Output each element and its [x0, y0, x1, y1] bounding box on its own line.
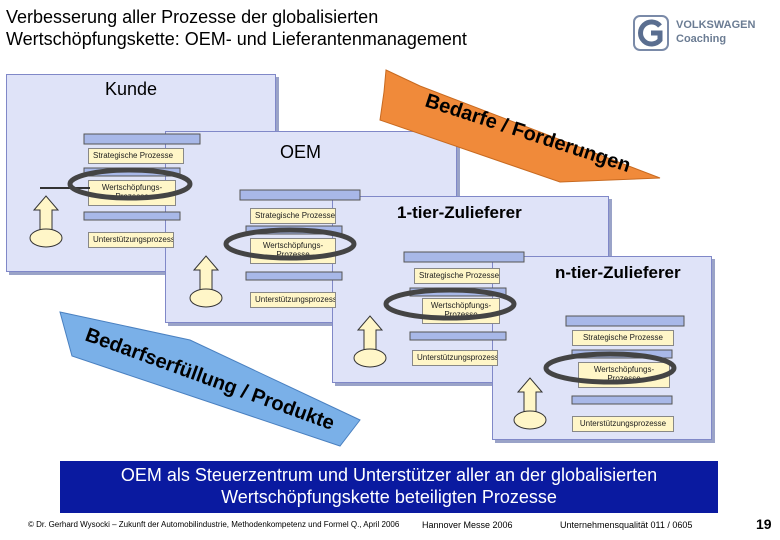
vw-coaching-logo-icon [633, 15, 669, 51]
tier1-process-bars [353, 251, 525, 368]
tiern-process-bars [513, 315, 685, 430]
oem-strategic-process: Strategische Prozesse [250, 208, 336, 224]
logo-brand: VOLKSWAGEN [676, 19, 756, 31]
oem-support-process: Unterstützungsprozesse [250, 292, 336, 308]
oem-process-bars [189, 189, 361, 308]
footer-topic: Unternehmensqualität 011 / 0605 [560, 520, 693, 530]
erfuellung-arrow: Bedarfserfüllung / Produkte [59, 311, 361, 447]
kunde-strategic-process: Strategische Prozesse [88, 148, 184, 164]
logo-sub: Coaching [676, 33, 727, 45]
panel-oem-title: OEM [280, 142, 322, 162]
tier1-support-process: Unterstützungsprozesse [412, 350, 498, 366]
tier1-strategic-process: Strategische Prozesse [414, 268, 500, 284]
title-line-1: Verbesserung aller Prozesse der globalis… [6, 7, 379, 27]
summary-banner: OEM als Steuerzentrum und Unterstützer a… [60, 461, 718, 513]
footer-copyright: © Dr. Gerhard Wysocki – Zukunft der Auto… [28, 520, 400, 529]
banner-line-1: OEM als Steuerzentrum und Unterstützer a… [120, 465, 658, 485]
panel-tier1-title: 1-tier-Zulieferer [397, 203, 522, 222]
page-number: 19 [756, 516, 772, 532]
kunde-process-bars [29, 133, 201, 248]
banner-line-2: Wertschöpfungskette beteiligten Prozesse [221, 487, 557, 507]
panel-kunde-title: Kunde [105, 79, 158, 99]
title-line-2: Wertschöpfungskette: OEM- und Lieferante… [6, 29, 467, 49]
slide-title: Verbesserung aller Prozesse der globalis… [6, 6, 606, 50]
kunde-support-process: Unterstützungsprozesse [88, 232, 174, 248]
footer-event: Hannover Messe 2006 [422, 520, 513, 530]
tiern-strategic-process: Strategische Prozesse [572, 330, 674, 346]
bedarfe-arrow: Bedarfe / Forderungen [379, 69, 661, 183]
tiern-support-process: Unterstützungsprozesse [572, 416, 674, 432]
panel-tiern-title: n-tier-Zulieferer [555, 263, 681, 282]
erfuellung-arrow-label: Bedarfserfüllung / Produkte [82, 324, 337, 435]
vw-coaching-logo: VOLKSWAGEN Coaching [632, 14, 772, 54]
